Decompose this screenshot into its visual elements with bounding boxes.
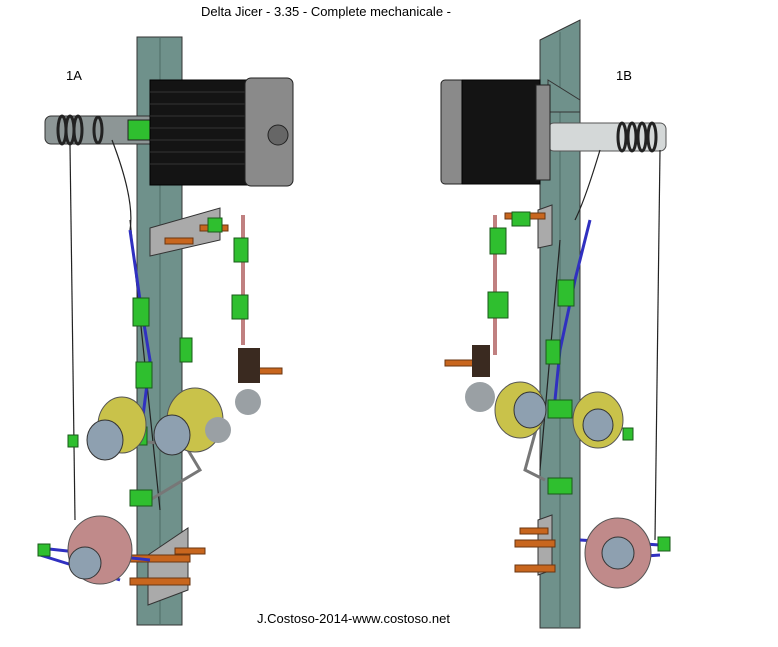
bottom-bracket-plate: [147, 527, 189, 606]
stepper-motor: [149, 79, 251, 186]
stepper-motor: [461, 79, 541, 185]
assembly-1a: [37, 36, 294, 626]
ball-weight: [235, 389, 261, 415]
motor-end-plate: [440, 79, 466, 185]
shaft-coupler: [127, 119, 153, 141]
terminal-connectors: [37, 217, 249, 557]
author-credit: J.Costoso-2014-www.costoso.net: [257, 611, 450, 626]
wire-blue: [128, 229, 152, 441]
pulleys: [67, 348, 261, 585]
assembly-1b: [440, 19, 671, 629]
filament-spool-wraps: [56, 114, 104, 146]
ball-weight: [465, 382, 495, 412]
terminal-connectors: [487, 211, 671, 552]
view-label-1b: 1B: [616, 68, 632, 83]
drawing-title: Delta Jicer - 3.35 - Complete mechanical…: [201, 4, 451, 19]
pulleys: [465, 345, 652, 589]
view-label-1a: 1A: [66, 68, 82, 83]
